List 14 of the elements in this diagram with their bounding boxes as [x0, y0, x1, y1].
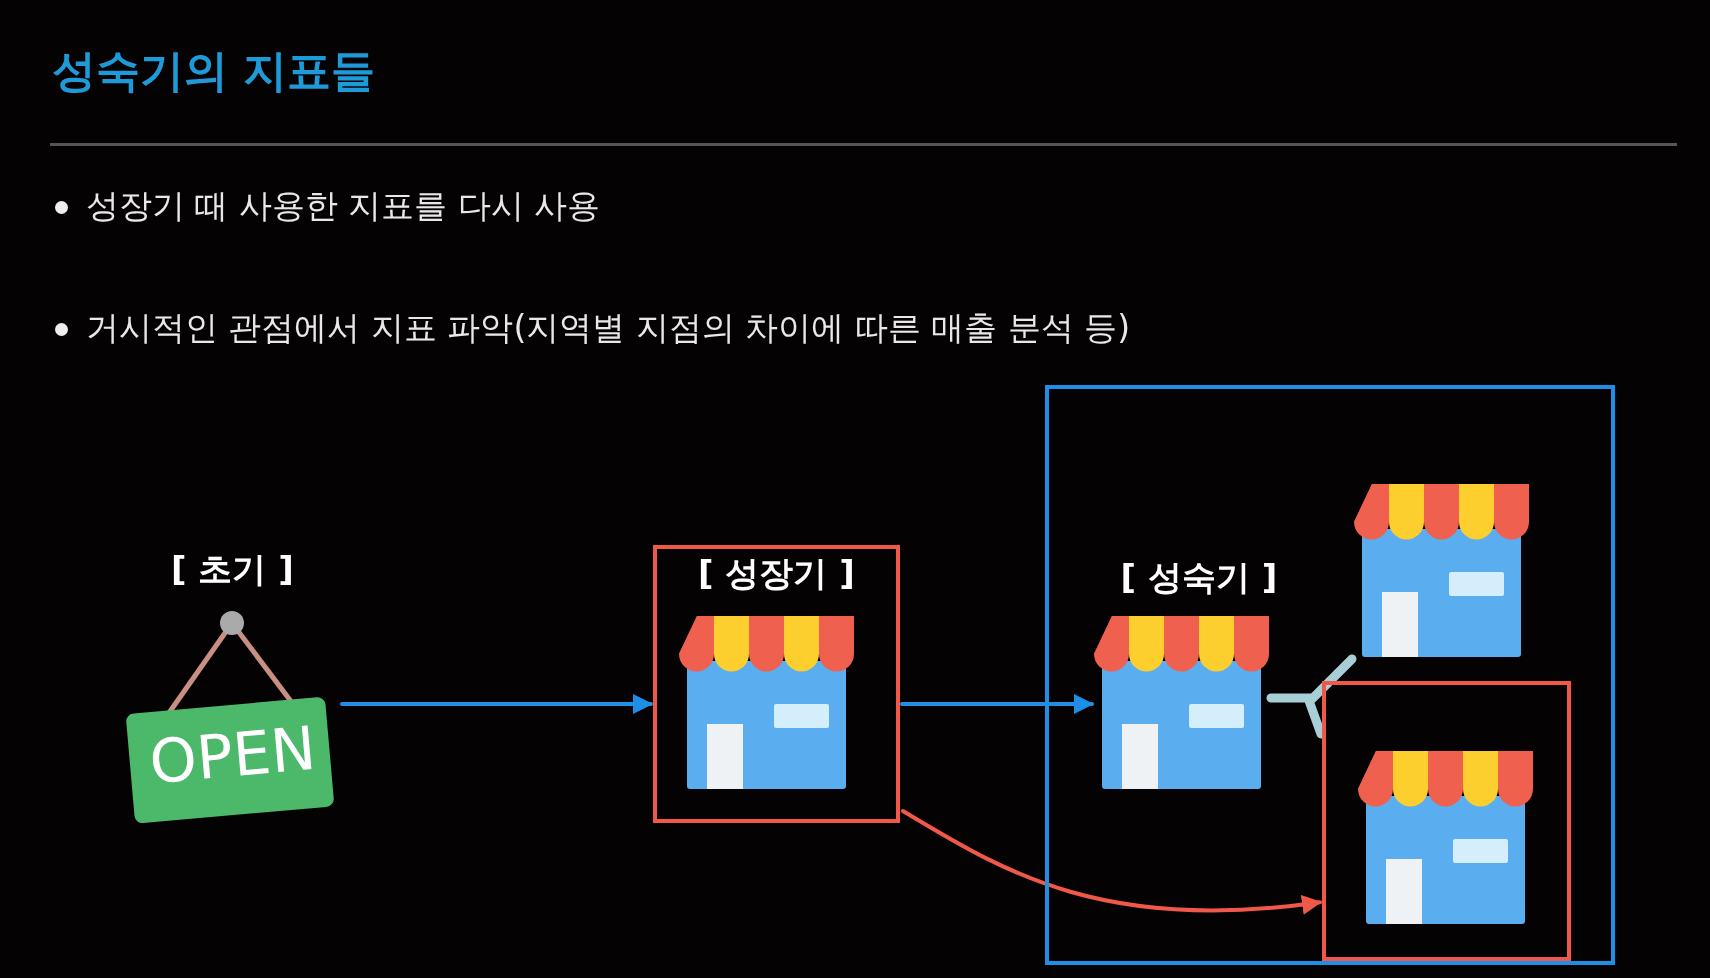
stage-label: [ 성장기 ]: [697, 552, 856, 595]
branch-line: [1266, 654, 1357, 739]
arrow: [901, 809, 1322, 915]
page-title: 성숙기의 지표들: [52, 44, 376, 98]
bullet-text: 성장기 때 사용한 지표를 다시 사용: [86, 185, 601, 227]
arrow: [900, 694, 1094, 714]
stage-frame: [1322, 681, 1571, 961]
sign-text: OPEN: [145, 711, 320, 799]
stage-label: [ 성숙기 ]: [1119, 556, 1279, 599]
stage-frame: [1045, 385, 1615, 965]
arrow: [340, 694, 653, 714]
bullet-text: 거시적인 관점에서 지표 파악(지역별 지점의 차이에 따른 매출 분석 등): [86, 307, 1131, 349]
stage-frame: [653, 545, 900, 823]
stage-label: [ 초기 ]: [170, 548, 295, 591]
